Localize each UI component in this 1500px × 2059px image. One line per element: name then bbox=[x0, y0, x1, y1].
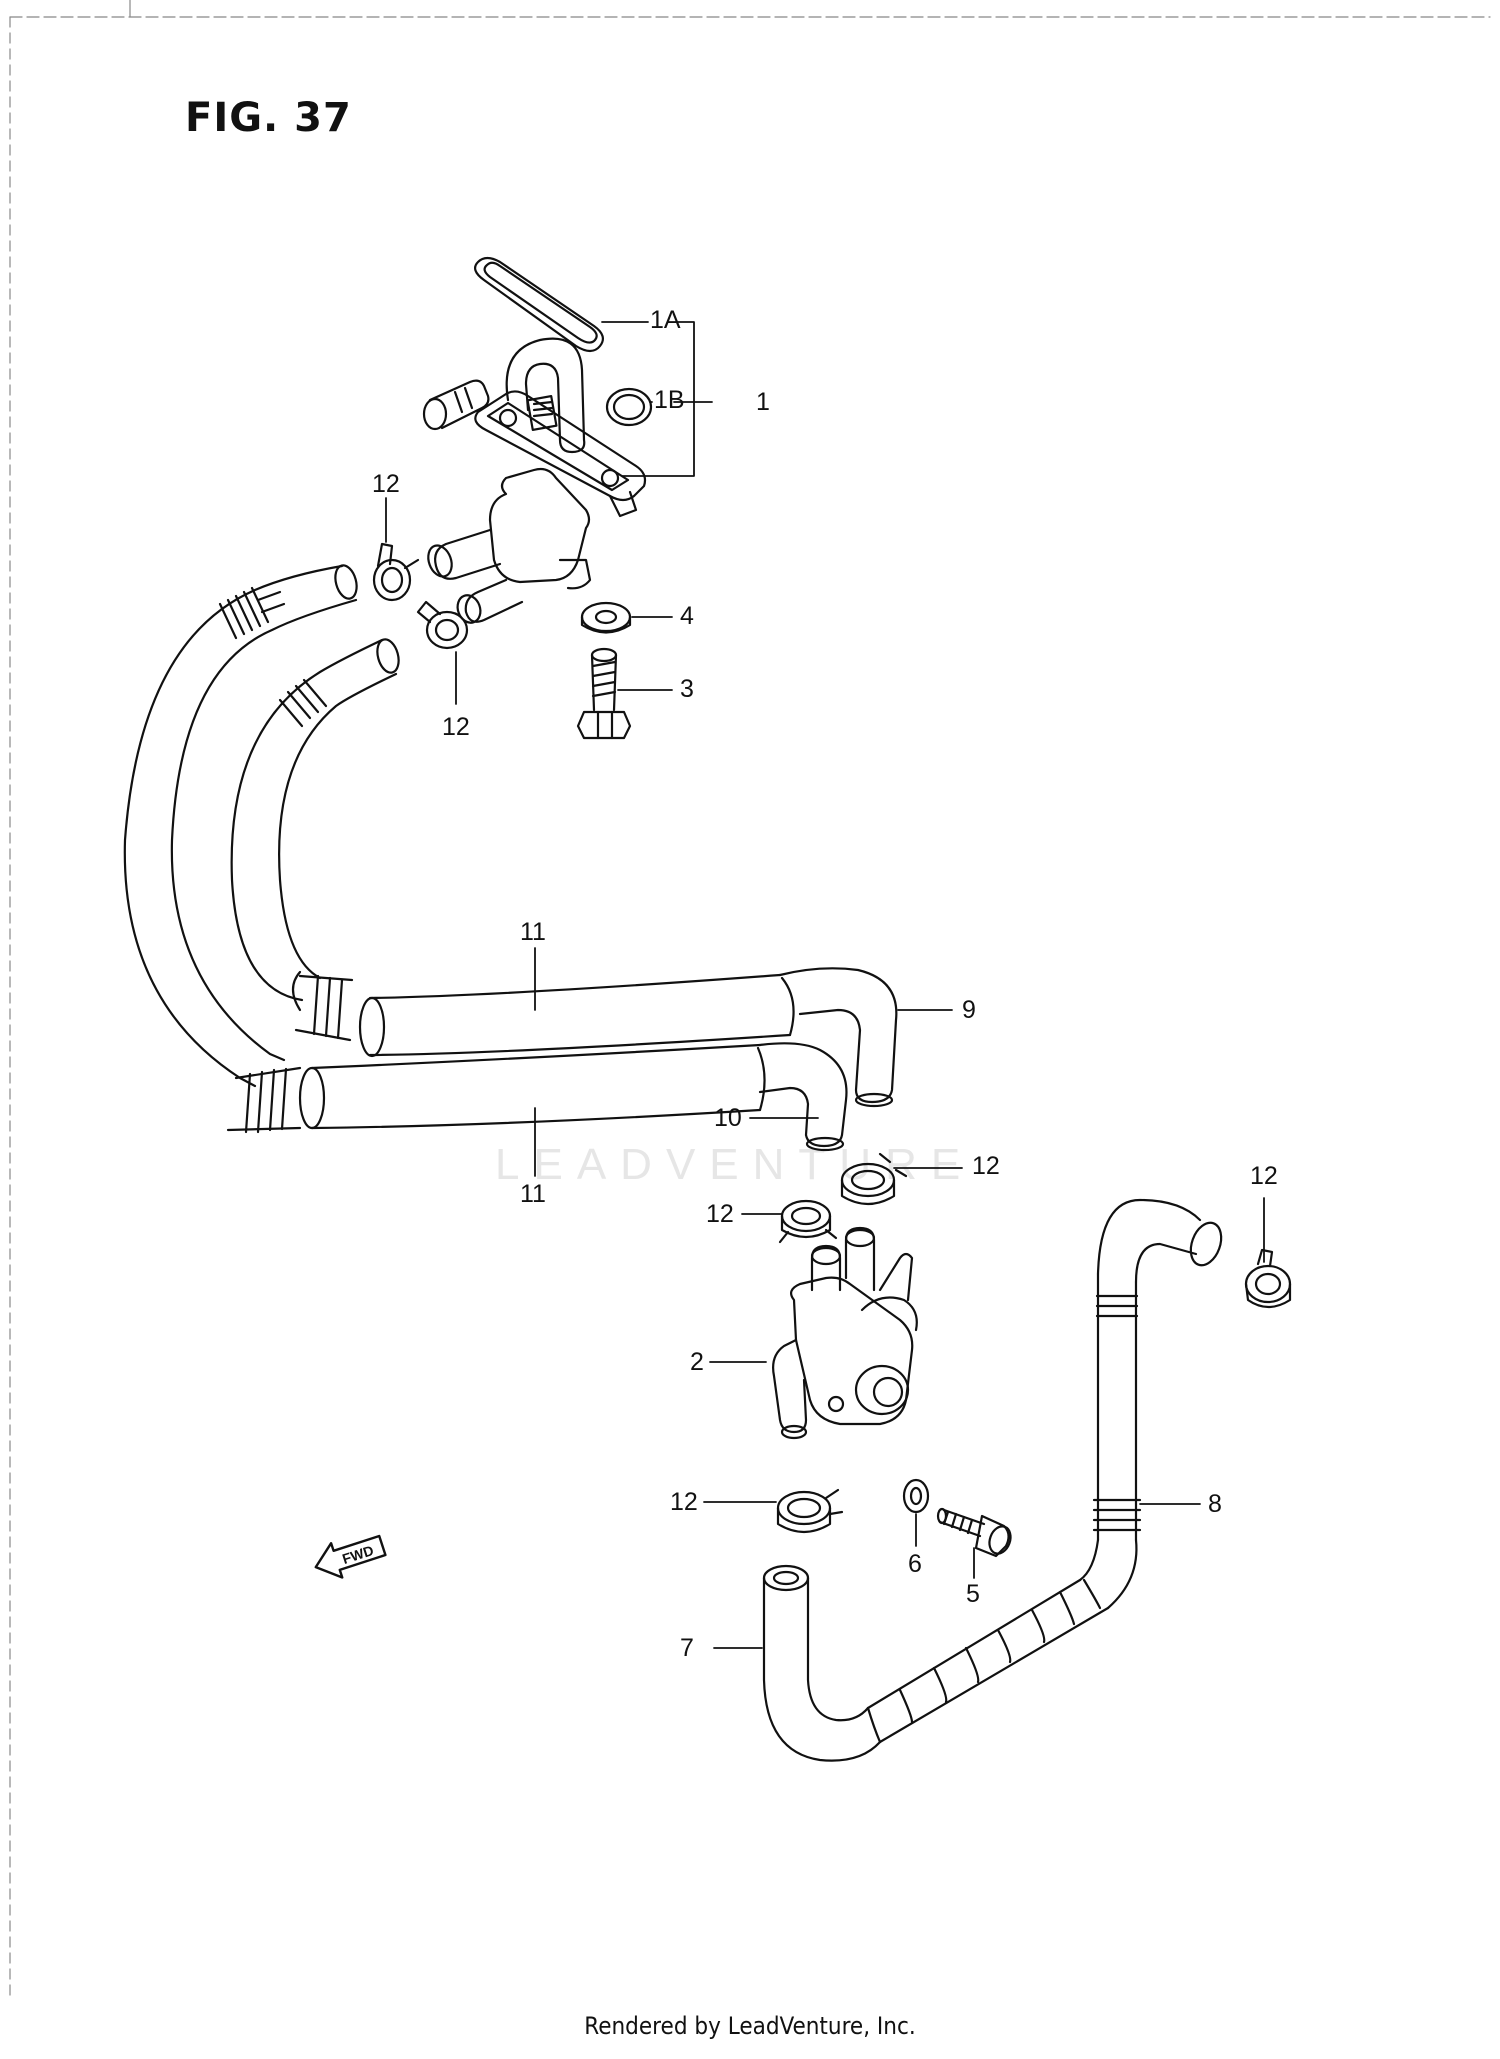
washer-4 bbox=[580, 601, 632, 634]
hose-11-outer bbox=[123, 564, 358, 1088]
hose-7 bbox=[762, 1564, 1110, 1762]
callout-1: 1 bbox=[756, 388, 770, 416]
hose-11-outer-ribbing bbox=[218, 586, 286, 640]
page-border bbox=[9, 0, 1491, 2001]
callout-10: 10 bbox=[714, 1104, 742, 1132]
callout-4: 4 bbox=[680, 602, 694, 630]
washer-6 bbox=[902, 1478, 930, 1514]
callout-5: 5 bbox=[966, 1580, 980, 1608]
hose-11-upper-straight bbox=[291, 970, 792, 1058]
callout-12-right: 12 bbox=[1250, 1162, 1278, 1190]
callout-12-lower-left: 12 bbox=[670, 1488, 698, 1516]
hose-clamp-12-right bbox=[1244, 1248, 1292, 1309]
callout-7: 7 bbox=[680, 1634, 694, 1662]
elbow-hose-10 bbox=[756, 1042, 848, 1152]
elbow-hose-9 bbox=[778, 967, 898, 1108]
callout-9: 9 bbox=[962, 996, 976, 1024]
render-credit-footer: Rendered by LeadVenture, Inc. bbox=[584, 2012, 916, 2040]
hose-11-inner bbox=[230, 638, 400, 1002]
hose-11-inner-ribbing bbox=[278, 678, 328, 728]
callout-8: 8 bbox=[1208, 1490, 1222, 1518]
callout-12-middle-left: 12 bbox=[706, 1200, 734, 1228]
callout-11-upper: 11 bbox=[520, 918, 546, 946]
callout-12-middle-right: 12 bbox=[972, 1152, 1000, 1180]
fuel-cock-2 bbox=[772, 1226, 918, 1440]
callout-12-upper-left: 12 bbox=[372, 470, 400, 498]
callout-2: 2 bbox=[690, 1348, 704, 1376]
callout-6: 6 bbox=[908, 1550, 922, 1578]
callout-11-lower: 11 bbox=[520, 1180, 546, 1208]
screw-5 bbox=[936, 1507, 1012, 1558]
hose-11-lower-straight bbox=[226, 1043, 762, 1134]
callout-1B: 1B bbox=[654, 386, 685, 414]
hose-clamp-12-upper-left bbox=[372, 542, 420, 602]
hose-clamp-12-upper-right bbox=[416, 600, 469, 650]
callout-3: 3 bbox=[680, 675, 694, 703]
hose-8 bbox=[1078, 1198, 1223, 1610]
hose-clamp-12-lower-left bbox=[776, 1488, 844, 1534]
bolt-3 bbox=[576, 647, 632, 740]
watermark-text: LEADVENTURE bbox=[495, 1140, 975, 1189]
fuel-cock-assembly bbox=[422, 256, 653, 624]
hose-clamp-12-middle-right bbox=[840, 1152, 908, 1206]
fwd-arrow-icon: FWD bbox=[314, 1534, 387, 1579]
hose-clamp-12-middle-left bbox=[778, 1199, 838, 1244]
callout-1A: 1A bbox=[650, 306, 681, 334]
figure-title: FIG. 37 bbox=[185, 95, 352, 141]
callout-12-upper-right: 12 bbox=[442, 713, 470, 741]
callout-leader-lines bbox=[385, 321, 1265, 1649]
